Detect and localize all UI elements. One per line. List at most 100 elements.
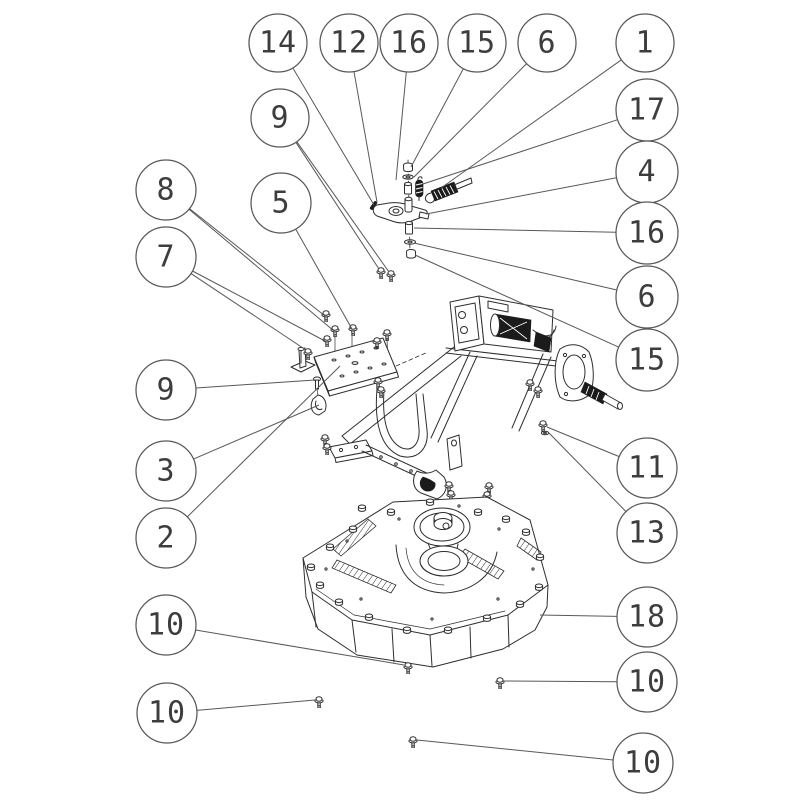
leader-line-15 [414,254,620,348]
callout-number-11: 11 [628,451,666,486]
callout-balloon-16-2 [379,13,439,73]
leader-line-3 [193,404,320,460]
baffle-hatching [331,518,542,594]
callout-balloon-10-24 [612,732,674,794]
locknut-upper [403,162,413,173]
callout-balloon-8-12 [135,159,197,221]
deck-pulley [413,507,471,577]
callout-balloon-2-17 [135,507,197,569]
callout-balloon-10-18 [135,594,197,656]
motor-unit [449,295,557,353]
callout-number-10: 10 [147,608,185,643]
spacer-lower [405,220,413,235]
long-spring [424,177,473,204]
callout-number-3: 3 [156,454,175,489]
callout-number-16: 16 [628,216,666,251]
callout-balloon-9-6 [250,88,310,148]
callout-balloon-7-14 [135,226,197,288]
callout-number-5: 5 [271,186,290,221]
callout-balloon-5-13 [250,172,312,234]
callout-number-14: 14 [259,26,297,61]
leader-line-13 [548,432,627,512]
callout-number-17: 17 [628,93,666,128]
callout-balloon-10-19 [136,682,198,744]
callout-number-1: 1 [635,26,654,61]
leader-line-12 [353,71,378,203]
callout-number-10: 10 [628,665,666,700]
washer-upper [402,174,414,180]
leader-line-9 [296,141,390,273]
callout-number-12: 12 [330,26,368,61]
leader-line-16 [413,227,617,233]
leader-line-7 [190,273,307,351]
callout-number-18: 18 [628,600,666,635]
callout-balloon-6-4 [517,13,577,73]
callout-number-7: 7 [156,240,175,275]
callout-balloon-15-11 [615,328,679,392]
leader-line-10 [416,739,614,761]
deck-top-fasteners [306,498,545,634]
callout-balloon-1-5 [615,13,675,73]
l-bracket [290,347,316,373]
leader-line-18 [539,614,618,617]
callout-number-6: 6 [537,26,556,61]
idler-bracket [372,196,430,224]
callout-number-13: 13 [628,516,666,551]
leader-line-4 [425,177,617,215]
callout-number-10: 10 [148,696,186,731]
leader-line-10 [196,699,316,711]
leader-line-10 [503,680,618,683]
hardware-stack-group [369,159,473,283]
leader-line-11 [546,426,620,458]
callout-number-9: 9 [156,373,175,408]
callout-number-10: 10 [624,746,662,781]
leader-line-16 [395,71,407,181]
leader-line-17 [422,119,618,185]
mounting-plate-group [290,310,429,416]
callout-number-4: 4 [637,155,656,190]
leader-line-2 [186,365,341,518]
callout-balloon-16-9 [615,201,679,265]
callout-balloon-6-10 [615,265,679,329]
belt-guide-loop [375,388,428,458]
locknut-lower [406,249,416,259]
leader-line-7 [192,270,326,342]
callout-balloon-10-23 [616,651,678,713]
callout-balloon-13-21 [616,502,678,564]
callout-number-16: 16 [390,26,428,61]
callout-number-15: 15 [458,26,496,61]
leader-line-8 [188,208,335,332]
callout-number-6: 6 [637,280,656,315]
leader-line-9 [195,379,316,389]
callout-balloon-12-1 [319,13,379,73]
callout-balloon-15-3 [447,13,507,73]
leader-line-1 [440,59,622,189]
leader-line-6 [413,242,617,291]
callout-number-9: 9 [270,101,289,136]
leader-line-6 [413,63,527,178]
washer-lower [404,239,416,245]
leader-line-9 [295,142,380,270]
frame-feet [328,434,463,500]
callout-number-2: 2 [156,521,175,556]
frame-weldment [320,295,623,504]
callout-balloon-14-0 [248,13,308,73]
callout-balloon-11-20 [616,437,678,499]
mower-deck [302,496,549,749]
leader-line-10 [195,629,405,666]
leader-line-5 [295,228,353,330]
gearbox-spindle [554,344,623,410]
leader-line-15 [410,68,464,168]
short-spring [415,176,424,201]
callout-balloon-3-16 [135,440,197,502]
leader-line-14 [292,67,375,206]
leader-line-8 [189,208,326,317]
callout-number-8: 8 [156,173,175,208]
callout-balloon-9-15 [135,359,197,421]
deck-hanger-washer [540,430,550,436]
spacer-upper [404,181,412,195]
callout-balloon-18-22 [616,586,678,648]
